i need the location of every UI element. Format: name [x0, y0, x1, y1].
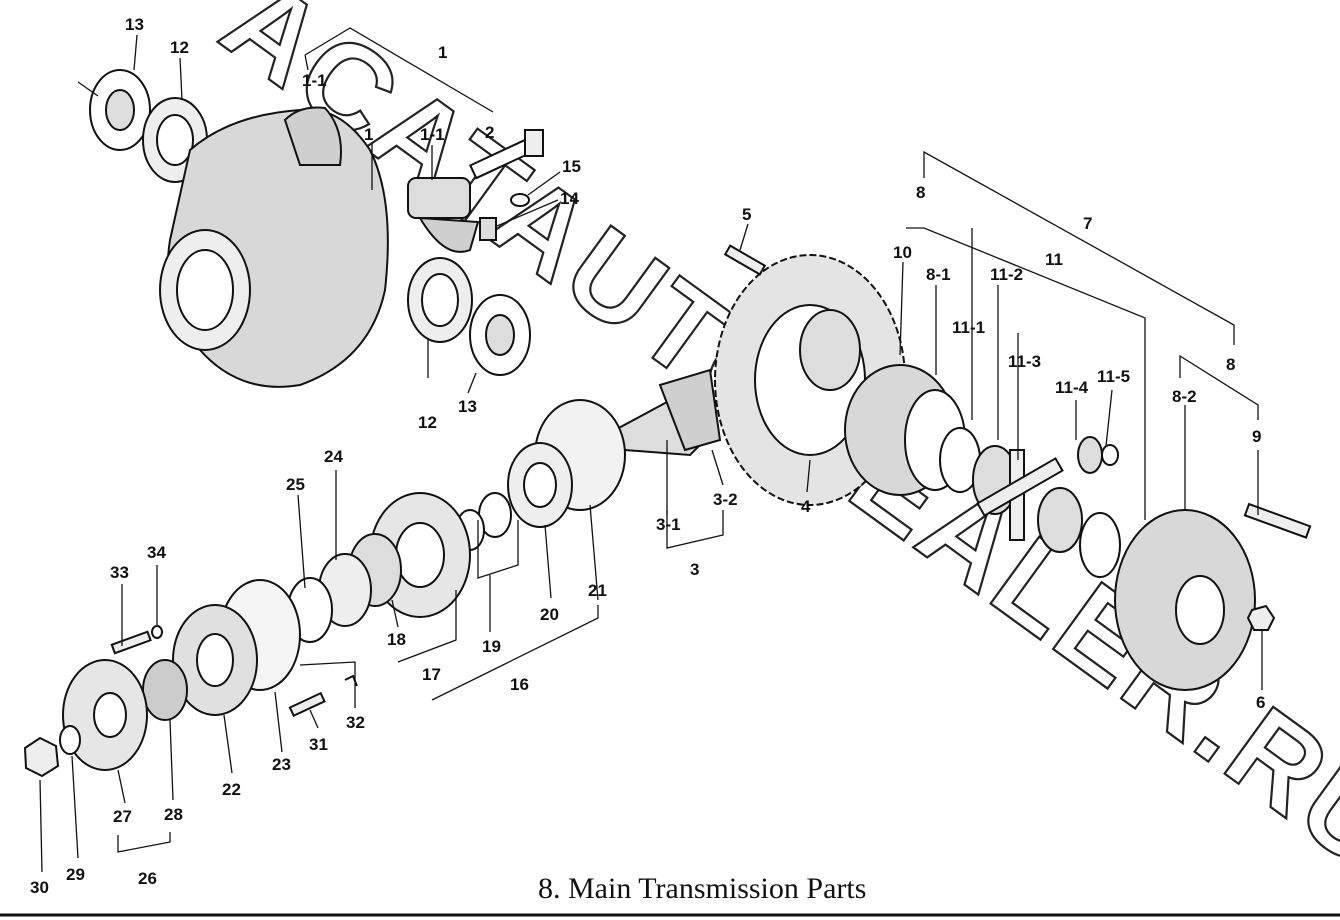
- label-3-1: 3-1: [656, 515, 681, 534]
- label-23: 23: [272, 755, 291, 774]
- part-washer-29: [59, 725, 81, 755]
- part-bolt-33: [110, 630, 152, 655]
- label-34: 34: [147, 543, 166, 562]
- label-1-1a: 1-1: [302, 71, 327, 90]
- part-nut-6: [1246, 604, 1276, 631]
- label-11-4: 11-4: [1055, 378, 1089, 397]
- label-21: 21: [588, 581, 607, 600]
- label-11: 11: [1045, 250, 1063, 269]
- label-10: 10: [893, 243, 912, 262]
- label-26: 26: [138, 869, 157, 888]
- label-18: 18: [387, 630, 406, 649]
- part-clip-32: [344, 674, 358, 687]
- part-seal-28: [142, 659, 188, 721]
- label-7: 7: [1083, 214, 1092, 233]
- label-22: 22: [222, 780, 241, 799]
- part-lock-plate-14: [479, 217, 497, 241]
- part-bearing-cone-13a: [77, 69, 151, 151]
- part-bearing-20: [507, 442, 573, 528]
- label-19: 19: [482, 637, 501, 656]
- leader-lines: [39, 27, 1263, 873]
- label-30: 30: [30, 878, 49, 897]
- part-bearing-cup-12b: [407, 257, 473, 343]
- part-washer-34: [151, 625, 163, 639]
- figure-caption: 8. Main Transmission Parts: [538, 872, 866, 905]
- label-13b: 13: [458, 397, 477, 416]
- label-2: 2: [485, 123, 494, 142]
- label-29: 29: [66, 865, 85, 884]
- label-31: 31: [309, 735, 328, 754]
- label-20: 20: [540, 605, 559, 624]
- part-spider-gears: [972, 436, 1119, 553]
- label-4: 4: [801, 497, 811, 516]
- part-companion-flange-27: [62, 659, 148, 771]
- label-32: 32: [346, 713, 365, 732]
- label-3-2: 3-2: [713, 490, 738, 509]
- label-15: 15: [562, 157, 581, 176]
- label-6: 6: [1256, 693, 1265, 712]
- part-drive-pinion: [613, 368, 722, 457]
- label-8-2: 8-2: [1172, 387, 1197, 406]
- label-1a: 1: [438, 43, 447, 62]
- label-8b: 8: [1226, 355, 1235, 374]
- part-labels: 13 12 1 1-1 2 1 1-1 15 14 12 13 5 8 7 10…: [30, 15, 1265, 897]
- label-24: 24: [324, 447, 343, 466]
- label-1-1b: 1-1: [420, 125, 445, 144]
- label-27: 27: [113, 807, 132, 826]
- part-bearing-cap: [407, 177, 480, 253]
- label-1b: 1: [364, 125, 373, 144]
- label-12b: 12: [418, 413, 437, 432]
- label-17: 17: [422, 665, 441, 684]
- label-14: 14: [560, 189, 579, 208]
- part-bolt-5: [723, 244, 767, 276]
- label-3: 3: [690, 560, 699, 579]
- label-33: 33: [110, 563, 129, 582]
- part-bolt-2: [468, 129, 544, 180]
- label-12a: 12: [170, 38, 189, 57]
- label-11-1: 11-1: [952, 318, 985, 337]
- label-9: 9: [1252, 427, 1261, 446]
- label-13a: 13: [125, 15, 144, 34]
- label-5: 5: [742, 205, 751, 224]
- part-bearing-cone-13b: [469, 294, 531, 376]
- label-11-3: 11-3: [1008, 352, 1041, 371]
- part-nut-30: [23, 736, 60, 778]
- label-28: 28: [164, 805, 183, 824]
- part-thrust-washer-b: [1079, 512, 1121, 578]
- label-25: 25: [286, 475, 305, 494]
- parts-illustration: [23, 69, 1312, 778]
- label-11-5: 11-5: [1097, 367, 1130, 386]
- part-bolt-9: [1243, 502, 1312, 539]
- label-16: 16: [510, 675, 529, 694]
- part-bolt-31: [288, 691, 326, 718]
- part-diff-case-8-2: [1114, 509, 1256, 691]
- part-washer-15: [510, 193, 530, 207]
- label-11-2: 11-2: [990, 265, 1023, 284]
- label-8-1: 8-1: [926, 265, 951, 284]
- part-cover-22: [172, 604, 258, 716]
- label-8a: 8: [916, 183, 925, 202]
- part-carrier-housing: [159, 106, 389, 388]
